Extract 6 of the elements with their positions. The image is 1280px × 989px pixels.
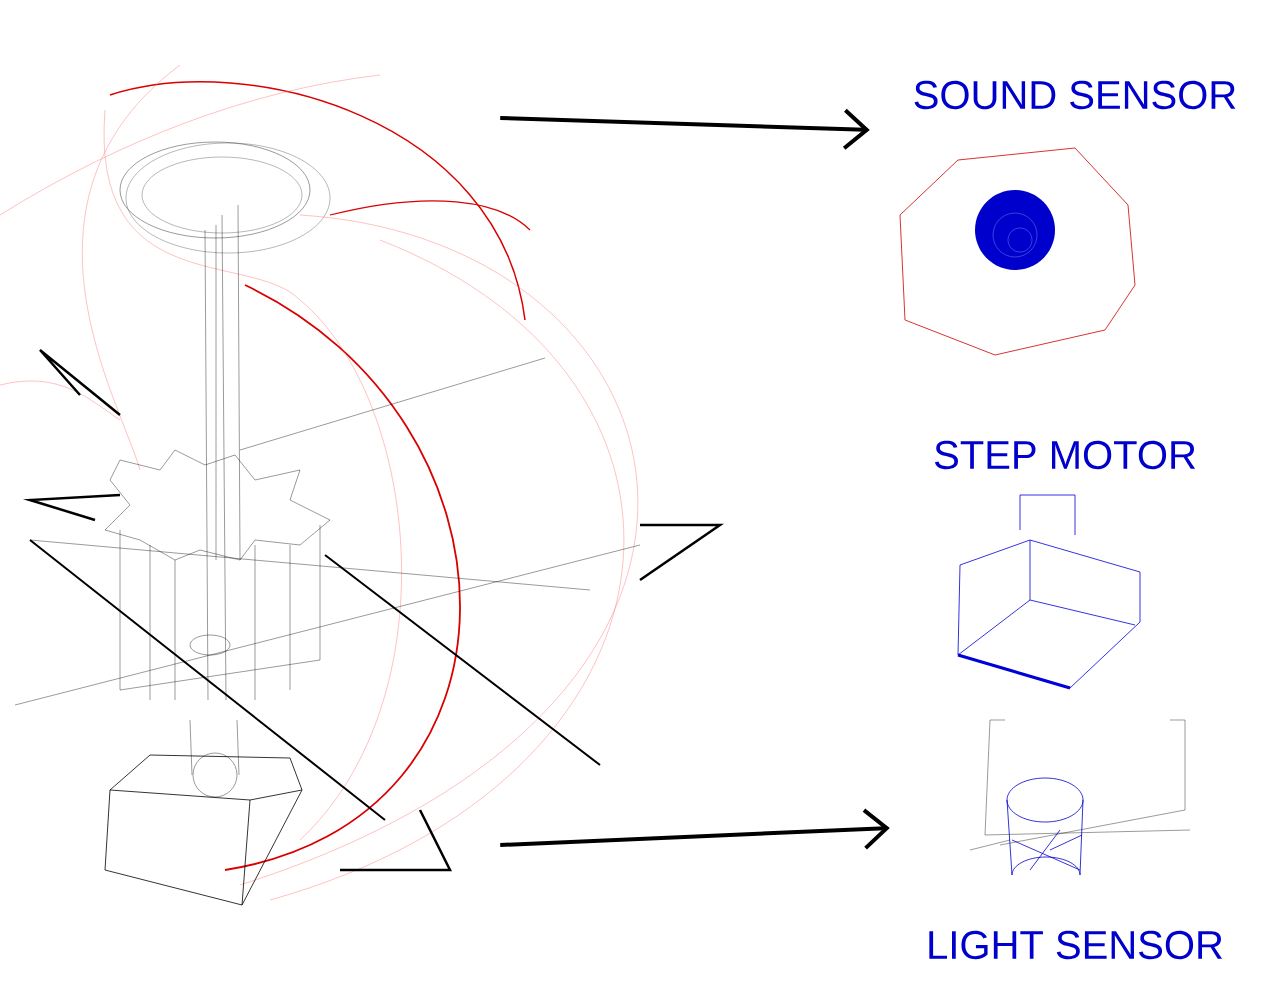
handwritten-label: SOUND SENSOR bbox=[914, 80, 1236, 110]
arrow bbox=[500, 808, 890, 850]
handwritten-label: STEP MOTOR bbox=[934, 440, 1196, 470]
device-sketch-drawing bbox=[0, 64, 725, 906]
arrow bbox=[500, 108, 870, 150]
handwritten-label: LIGHT SENSOR bbox=[929, 930, 1223, 960]
